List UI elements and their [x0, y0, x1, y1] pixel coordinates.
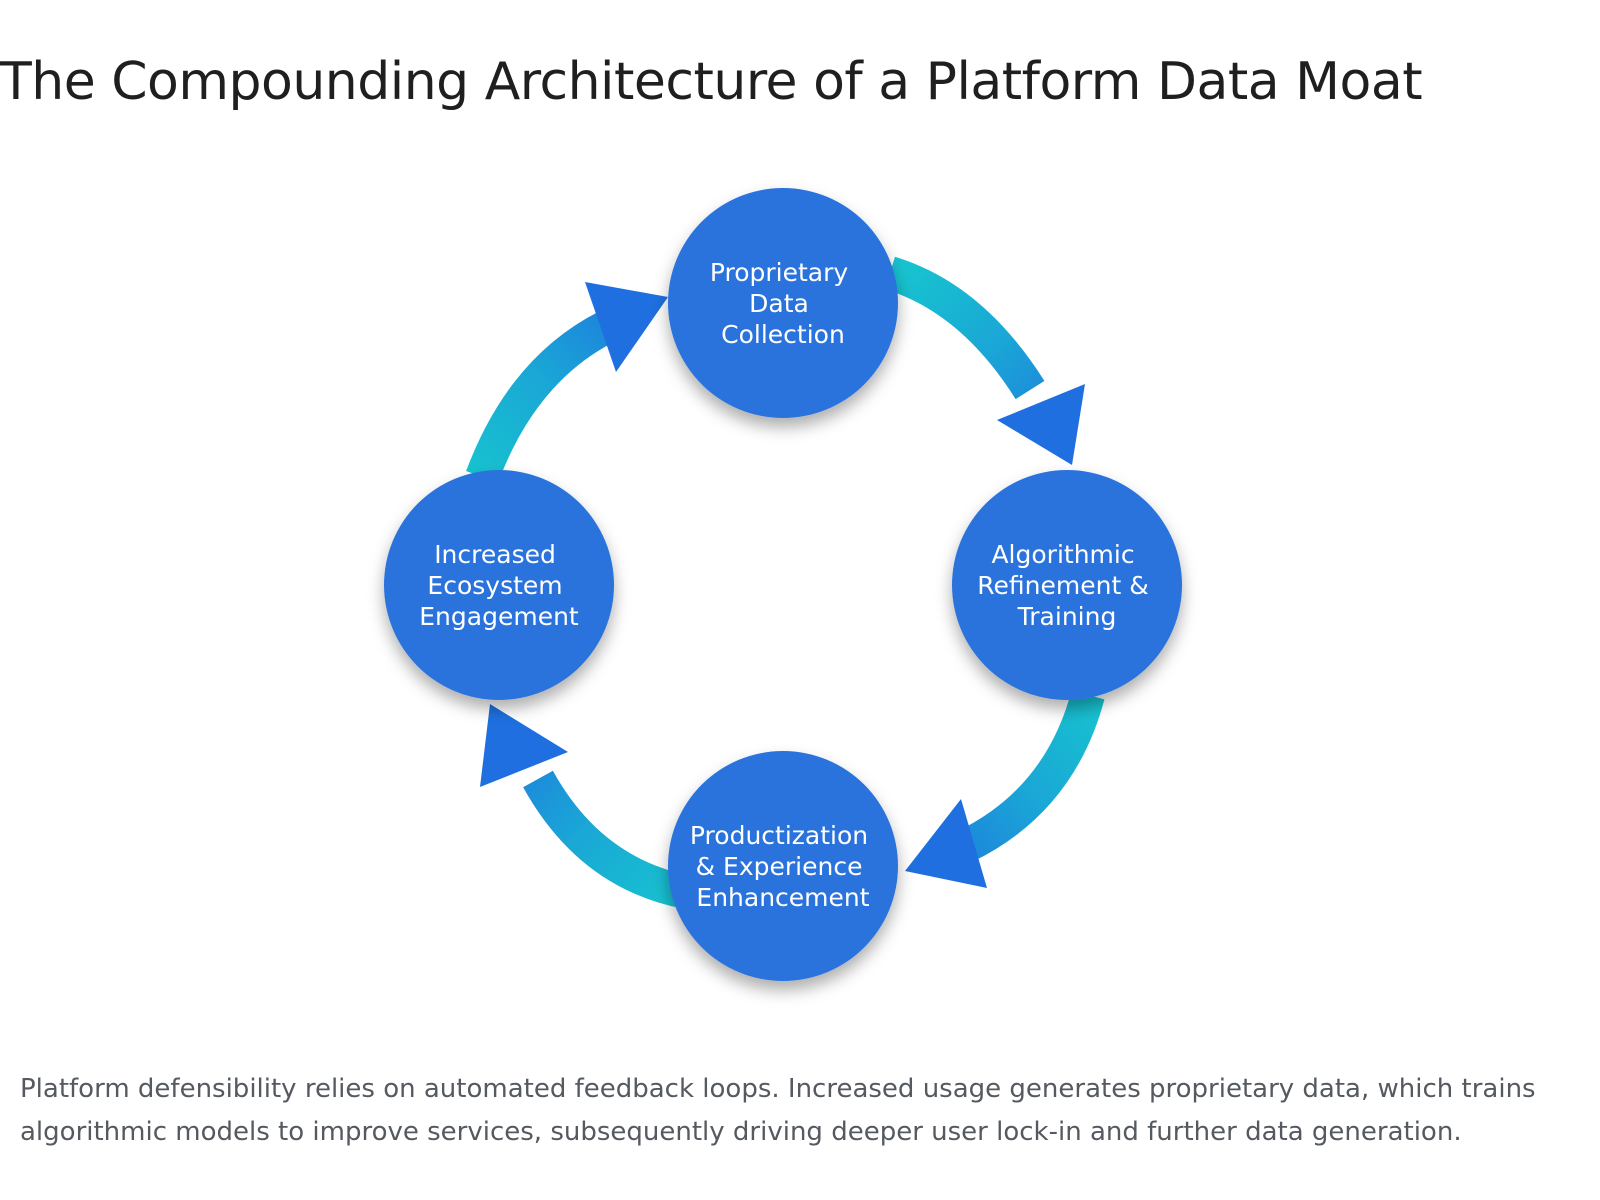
cycle-arrow-head [585, 282, 668, 372]
node-label-line: Data [749, 289, 809, 318]
cycle-arrow [905, 690, 1105, 888]
node-label-line: Increased [434, 540, 556, 569]
page-title: The Compounding Architecture of a Platfo… [0, 52, 1423, 112]
svg-text:Productization & Experie: Productization & Experience Enhancement [690, 821, 876, 912]
cycle-arrow-head [997, 384, 1085, 465]
cycle-arrow [466, 282, 668, 484]
node-label-line: & Experience [696, 852, 863, 881]
node-label-line: Training [1017, 602, 1117, 631]
node-proprietary-data-collection: Proprietary Data Collection [668, 188, 898, 418]
node-label-line: Refinement & [977, 571, 1148, 600]
node-circle [668, 188, 898, 418]
cycle-arrow-shaft [466, 311, 614, 484]
cycle-arrow-head [480, 704, 568, 787]
node-label-line: Engagement [419, 602, 579, 631]
caption: Platform defensibility relies on automat… [20, 1068, 1580, 1154]
caption-line: algorithmic models to improve services, … [20, 1117, 1462, 1147]
svg-text:Proprietary Data C: Proprietary Data Collection [710, 258, 856, 349]
node-label-line: Enhancement [696, 883, 869, 912]
cycle-arrow-head [905, 799, 987, 888]
cycle-arrow [480, 704, 690, 909]
node-label-line: Ecosystem [427, 571, 562, 600]
svg-text:Algorithmic Refinement &: Algorithmic Refinement & Training [977, 540, 1156, 631]
node-circle [384, 470, 614, 700]
node-label-line: Proprietary [710, 258, 849, 287]
cycle-arrow [884, 256, 1085, 465]
caption-line: Platform defensibility relies on automat… [20, 1074, 1536, 1104]
node-label-line: Algorithmic [991, 540, 1134, 569]
node-circle [952, 470, 1182, 700]
node-label-line: Collection [721, 320, 845, 349]
cycle-arrow-shaft [884, 256, 1045, 400]
svg-text:Increased Ecosystem: Increased Ecosystem Engagement [419, 540, 579, 631]
node-productization-experience-enhancement: Productization & Experience Enhancement [668, 751, 898, 981]
cycle-arrow-shaft [523, 770, 690, 909]
node-algorithmic-refinement-training: Algorithmic Refinement & Training [952, 470, 1182, 700]
node-increased-ecosystem-engagement: Increased Ecosystem Engagement [384, 470, 614, 700]
node-circle [668, 751, 898, 981]
cycle-arrow-shaft [958, 690, 1105, 862]
node-label-line: Productization [690, 821, 868, 850]
